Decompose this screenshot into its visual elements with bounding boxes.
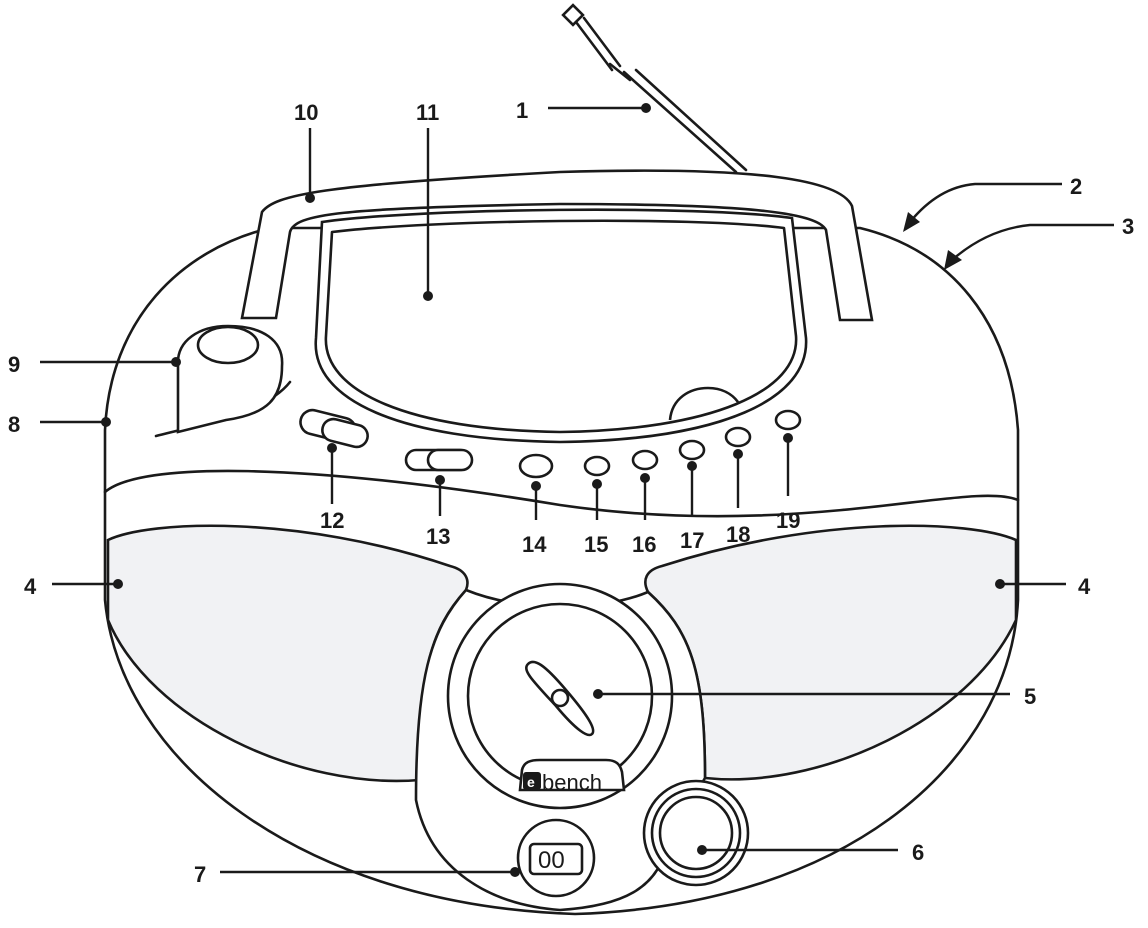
speaker-grille-left xyxy=(106,524,469,783)
callout-14: 14 xyxy=(522,532,547,557)
callout-2: 2 xyxy=(1070,174,1082,199)
led-display: 00 xyxy=(516,818,596,898)
volume-knob xyxy=(154,324,292,438)
callout-16: 16 xyxy=(632,532,656,557)
brand-logo-text: bench xyxy=(542,770,602,795)
band-slider xyxy=(404,448,474,472)
control-buttons xyxy=(518,409,802,479)
callout-4-right: 4 xyxy=(1078,574,1091,599)
callout-labels: 1 2 3 4 4 5 6 7 8 9 10 11 12 13 14 15 16… xyxy=(8,98,1134,887)
display-readout: 00 xyxy=(538,847,565,874)
callout-12: 12 xyxy=(320,508,344,533)
callout-18: 18 xyxy=(726,522,750,547)
svg-text:e: e xyxy=(527,774,535,790)
callout-1: 1 xyxy=(516,98,528,123)
cd-lid xyxy=(314,208,808,444)
callout-8: 8 xyxy=(8,412,20,437)
upper-band-line xyxy=(103,469,1020,518)
tuning-knob xyxy=(642,779,750,887)
callout-9: 9 xyxy=(8,352,20,377)
brand-logo: e bench xyxy=(523,770,602,795)
callout-5: 5 xyxy=(1024,684,1036,709)
callout-6: 6 xyxy=(912,840,924,865)
callout-4-left: 4 xyxy=(24,574,37,599)
callout-3: 3 xyxy=(1122,214,1134,239)
callout-leaders xyxy=(40,103,1114,877)
callout-19: 19 xyxy=(776,508,800,533)
callout-17: 17 xyxy=(680,528,704,553)
callout-10: 10 xyxy=(294,100,318,125)
cd-window xyxy=(446,582,674,810)
callout-13: 13 xyxy=(426,524,450,549)
carry-handle xyxy=(240,169,874,322)
callout-15: 15 xyxy=(584,532,608,557)
telescopic-antenna xyxy=(561,3,748,174)
callout-7: 7 xyxy=(194,862,206,887)
callout-11: 11 xyxy=(416,100,439,125)
function-slider xyxy=(299,408,369,449)
